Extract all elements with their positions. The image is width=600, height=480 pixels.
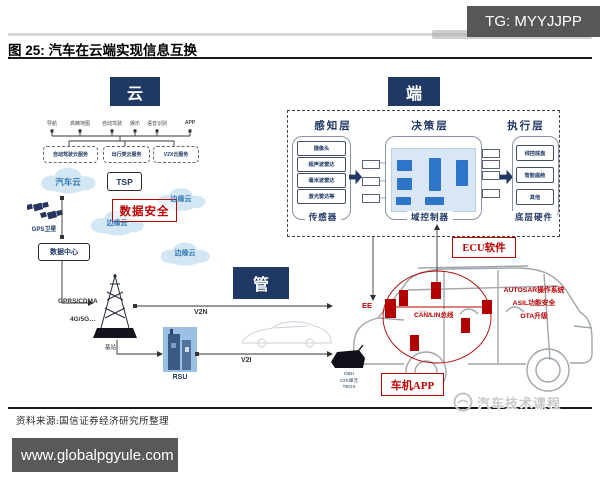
cloud-service-box: 自动驾驶云服务: [43, 146, 98, 163]
cloud-section-label-text: 云: [126, 85, 143, 103]
terminal-section-label-text: 端: [405, 85, 422, 103]
chip-block: [397, 160, 412, 171]
interface-box: [362, 160, 380, 169]
chip-block: [456, 160, 468, 186]
flow-arrow-icon: [349, 169, 362, 185]
data-security-box: 数据安全: [112, 199, 177, 222]
obu-labels: OBU V2X单元 TBOX: [330, 372, 368, 392]
software-label: OTA升级: [520, 313, 548, 320]
interface-box: [482, 160, 500, 169]
cloud-app-item: 导航: [46, 121, 58, 127]
sensor-box: 摄像头: [297, 141, 346, 156]
interface-box: [482, 189, 500, 198]
auto-cloud-label: 汽车云: [55, 177, 81, 187]
obu-label-line: OBU: [343, 372, 355, 377]
hardware-caption: 底层硬件: [511, 211, 557, 223]
site-url: www.globalpgyule.com: [21, 446, 174, 464]
edge-cloud-shape-3: [156, 240, 214, 267]
site-banner: www.globalpgyule.com: [12, 438, 178, 472]
gps-label: GPS卫星: [31, 227, 57, 233]
cloud-app-item: APP: [184, 120, 196, 126]
cloud-app-item: 自动驾驶: [101, 121, 123, 127]
ee-label: EE: [362, 301, 373, 310]
v2i-label: V2I: [241, 357, 252, 364]
cloud-service-box: V2X云服务: [153, 146, 199, 163]
domain-controller-panel: [391, 148, 476, 212]
tg-badge: TG: MYYJJPP: [467, 6, 600, 37]
cloud-service-box: 出行类云服务: [103, 146, 150, 163]
vehicle-app-box: 车机APP: [381, 373, 444, 396]
data-center-box: 数据中心: [38, 243, 90, 261]
base-station-tower-icon: [93, 274, 137, 342]
obu-label-line: TBOX: [342, 385, 356, 390]
source-note: 资料来源:国信证券经济研究所整理: [16, 417, 170, 427]
cloud-app-item: 娱乐: [129, 121, 141, 127]
chip-block: [429, 158, 441, 191]
actuator-box: 其他: [516, 189, 554, 205]
ecu-software-box: ECU软件: [452, 237, 516, 258]
bottom-rule: [8, 407, 592, 409]
edge-cloud-label-1: 边缘云: [170, 196, 192, 203]
decision-layer-label: 决策层: [411, 121, 449, 132]
data-security-label: 数据安全: [119, 205, 170, 218]
actuator-box: 智能座舱: [516, 167, 554, 183]
chip-block: [425, 197, 444, 205]
flow-arrow-icon: [500, 169, 513, 185]
can-bus-label: CAN/LIN总线: [413, 309, 455, 319]
domain-controller-caption: 域控制器: [407, 211, 453, 223]
interface-box: [482, 171, 500, 180]
edge-cloud-label-2: 边缘云: [106, 220, 128, 227]
terminal-section-label: 端: [388, 77, 440, 106]
software-label: ASIL功能安全: [512, 300, 556, 307]
rsu-photo: [163, 327, 197, 372]
mobile-net-label: 4G/5G…: [70, 316, 96, 323]
rsu-label: RSU: [172, 374, 188, 381]
cloud-icon: [160, 242, 210, 266]
gprs-label: GPRS/CDMA: [58, 298, 98, 305]
edge-cloud-label-3: 边缘云: [174, 250, 196, 257]
actuator-box: 线控底盘: [516, 145, 554, 161]
watermark-logo-icon: [452, 391, 474, 413]
watermark-text: 汽车技术课程: [477, 396, 562, 411]
interface-box: [362, 177, 380, 186]
software-label: AUTOSAR操作系统: [503, 287, 565, 294]
sensor-caption: 传感器: [305, 211, 341, 223]
base-station-label: 基站: [105, 345, 117, 351]
sensor-box: 激光雷达等: [297, 189, 346, 204]
execution-layer-label: 执行层: [507, 121, 545, 132]
interface-box: [362, 194, 380, 203]
auto-cloud-shape: [36, 165, 100, 195]
top-rule: [8, 33, 592, 36]
chip-block: [396, 197, 411, 205]
tsp-box: TSP: [107, 172, 142, 191]
title-rule: [8, 57, 592, 59]
obu-label-line: V2X单元: [339, 378, 359, 384]
ghost-car-sketch: [238, 314, 334, 350]
cloud-app-item: 高精地图: [69, 121, 91, 127]
perception-layer-label: 感知层: [314, 121, 352, 132]
terminal-dashed-frame: [287, 110, 560, 237]
interface-box: [482, 149, 500, 158]
cloud-section-label: 云: [110, 77, 160, 106]
cloud-app-item: 语音识别: [146, 121, 168, 127]
v2n-label: V2N: [194, 309, 208, 316]
sensor-box: 毫米波雷达: [297, 173, 346, 188]
pipe-section-label-text: 管: [252, 277, 269, 294]
obu-device-icon: [329, 344, 367, 372]
cloud-icon: [41, 167, 96, 194]
sensor-box: 超声波雷达: [297, 157, 346, 172]
gps-satellite-icon: [27, 200, 63, 224]
figure-title: 图 25: 汽车在云端实现信息互换: [8, 43, 198, 58]
pipe-section-label: 管: [233, 267, 289, 299]
chip-block: [397, 178, 412, 190]
